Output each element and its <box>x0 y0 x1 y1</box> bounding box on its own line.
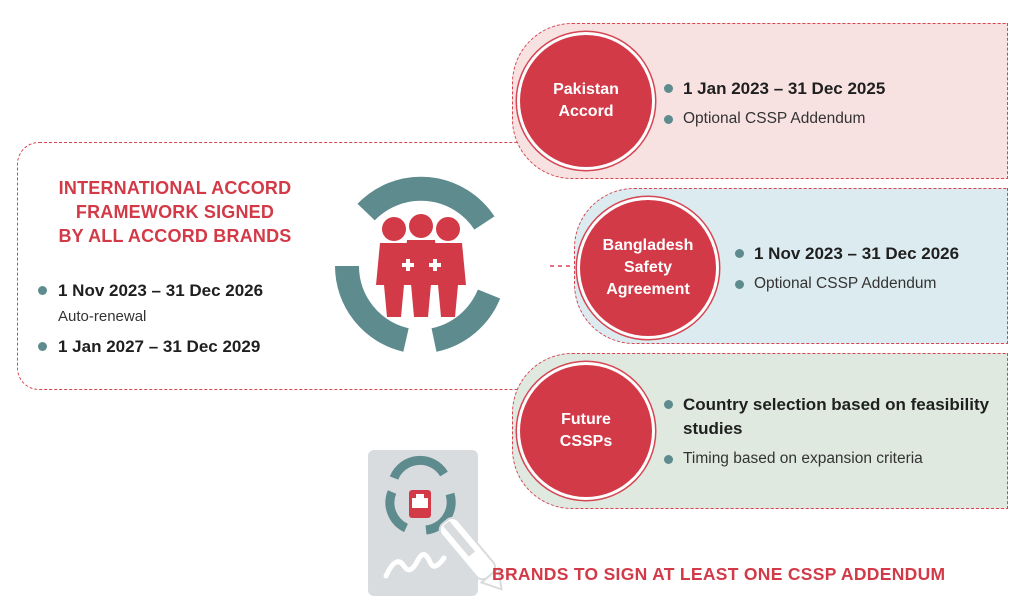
framework-date-range: 1 Jan 2027 – 31 Dec 2029 <box>58 337 261 356</box>
bullet-dot-icon <box>664 84 673 93</box>
framework-date-item: 1 Jan 2027 – 31 Dec 2029 <box>38 336 328 358</box>
program-name: Pakistan Accord <box>553 81 619 120</box>
program-name-circle: Pakistan Accord <box>520 35 652 167</box>
framework-date-list: 1 Nov 2023 – 31 Dec 2026 Auto-renewal 1 … <box>38 280 328 362</box>
framework-title-line: INTERNATIONAL ACCORD <box>58 178 292 198</box>
bullet-dot-icon <box>664 115 673 124</box>
program-bullet: 1 Jan 2023 – 31 Dec 2025 <box>664 77 885 101</box>
bullet-dot-icon <box>38 342 47 351</box>
program-name: Future CSSPs <box>559 411 613 450</box>
bullet-dot-icon <box>38 286 47 295</box>
program-bullet-list: 1 Jan 2023 – 31 Dec 2025 Optional CSSP A… <box>664 77 885 130</box>
framework-title-line: BY ALL ACCORD BRANDS <box>58 226 292 246</box>
program-bullet-list: Country selection based on feasibility s… <box>664 393 1004 470</box>
bullet-dot-icon <box>735 249 744 258</box>
program-name-circle: Bangladesh Safety Agreement <box>580 200 716 336</box>
framework-title: INTERNATIONAL ACCORD FRAMEWORK SIGNED BY… <box>30 176 320 248</box>
program-bullet: 1 Nov 2023 – 31 Dec 2026 <box>735 242 959 266</box>
program-bullet-text: Optional CSSP Addendum <box>683 110 866 127</box>
program-bullet-list: 1 Nov 2023 – 31 Dec 2026 Optional CSSP A… <box>735 242 959 295</box>
program-bullet: Optional CSSP Addendum <box>735 273 959 295</box>
program-name-circle: Future CSSPs <box>520 365 652 497</box>
framework-date-note: Auto-renewal <box>58 308 147 325</box>
program-bullet-text: 1 Nov 2023 – 31 Dec 2026 <box>754 244 960 263</box>
bullet-dot-icon <box>664 455 673 464</box>
workers-ring-icon <box>335 176 501 352</box>
program-bullet-text: 1 Jan 2023 – 31 Dec 2025 <box>683 79 886 98</box>
program-bullet-text: Timing based on expansion criteria <box>683 450 923 467</box>
program-bullet-text: Country selection based on feasibility s… <box>683 395 990 438</box>
framework-date-range: 1 Nov 2023 – 31 Dec 2026 <box>58 281 264 300</box>
program-bullet-text: Optional CSSP Addendum <box>754 275 937 292</box>
program-bullet: Country selection based on feasibility s… <box>664 393 1004 441</box>
framework-title-line: FRAMEWORK SIGNED <box>75 202 275 222</box>
program-bullet: Optional CSSP Addendum <box>664 108 885 130</box>
program-name: Bangladesh Safety Agreement <box>602 237 694 298</box>
program-bullet: Timing based on expansion criteria <box>664 448 1004 470</box>
framework-date-item: 1 Nov 2023 – 31 Dec 2026 Auto-renewal <box>38 280 328 328</box>
signing-document-icon <box>368 450 503 596</box>
bullet-dot-icon <box>735 280 744 289</box>
footer-title: BRANDS TO SIGN AT LEAST ONE CSSP ADDENDU… <box>492 564 946 584</box>
bullet-dot-icon <box>664 400 673 409</box>
